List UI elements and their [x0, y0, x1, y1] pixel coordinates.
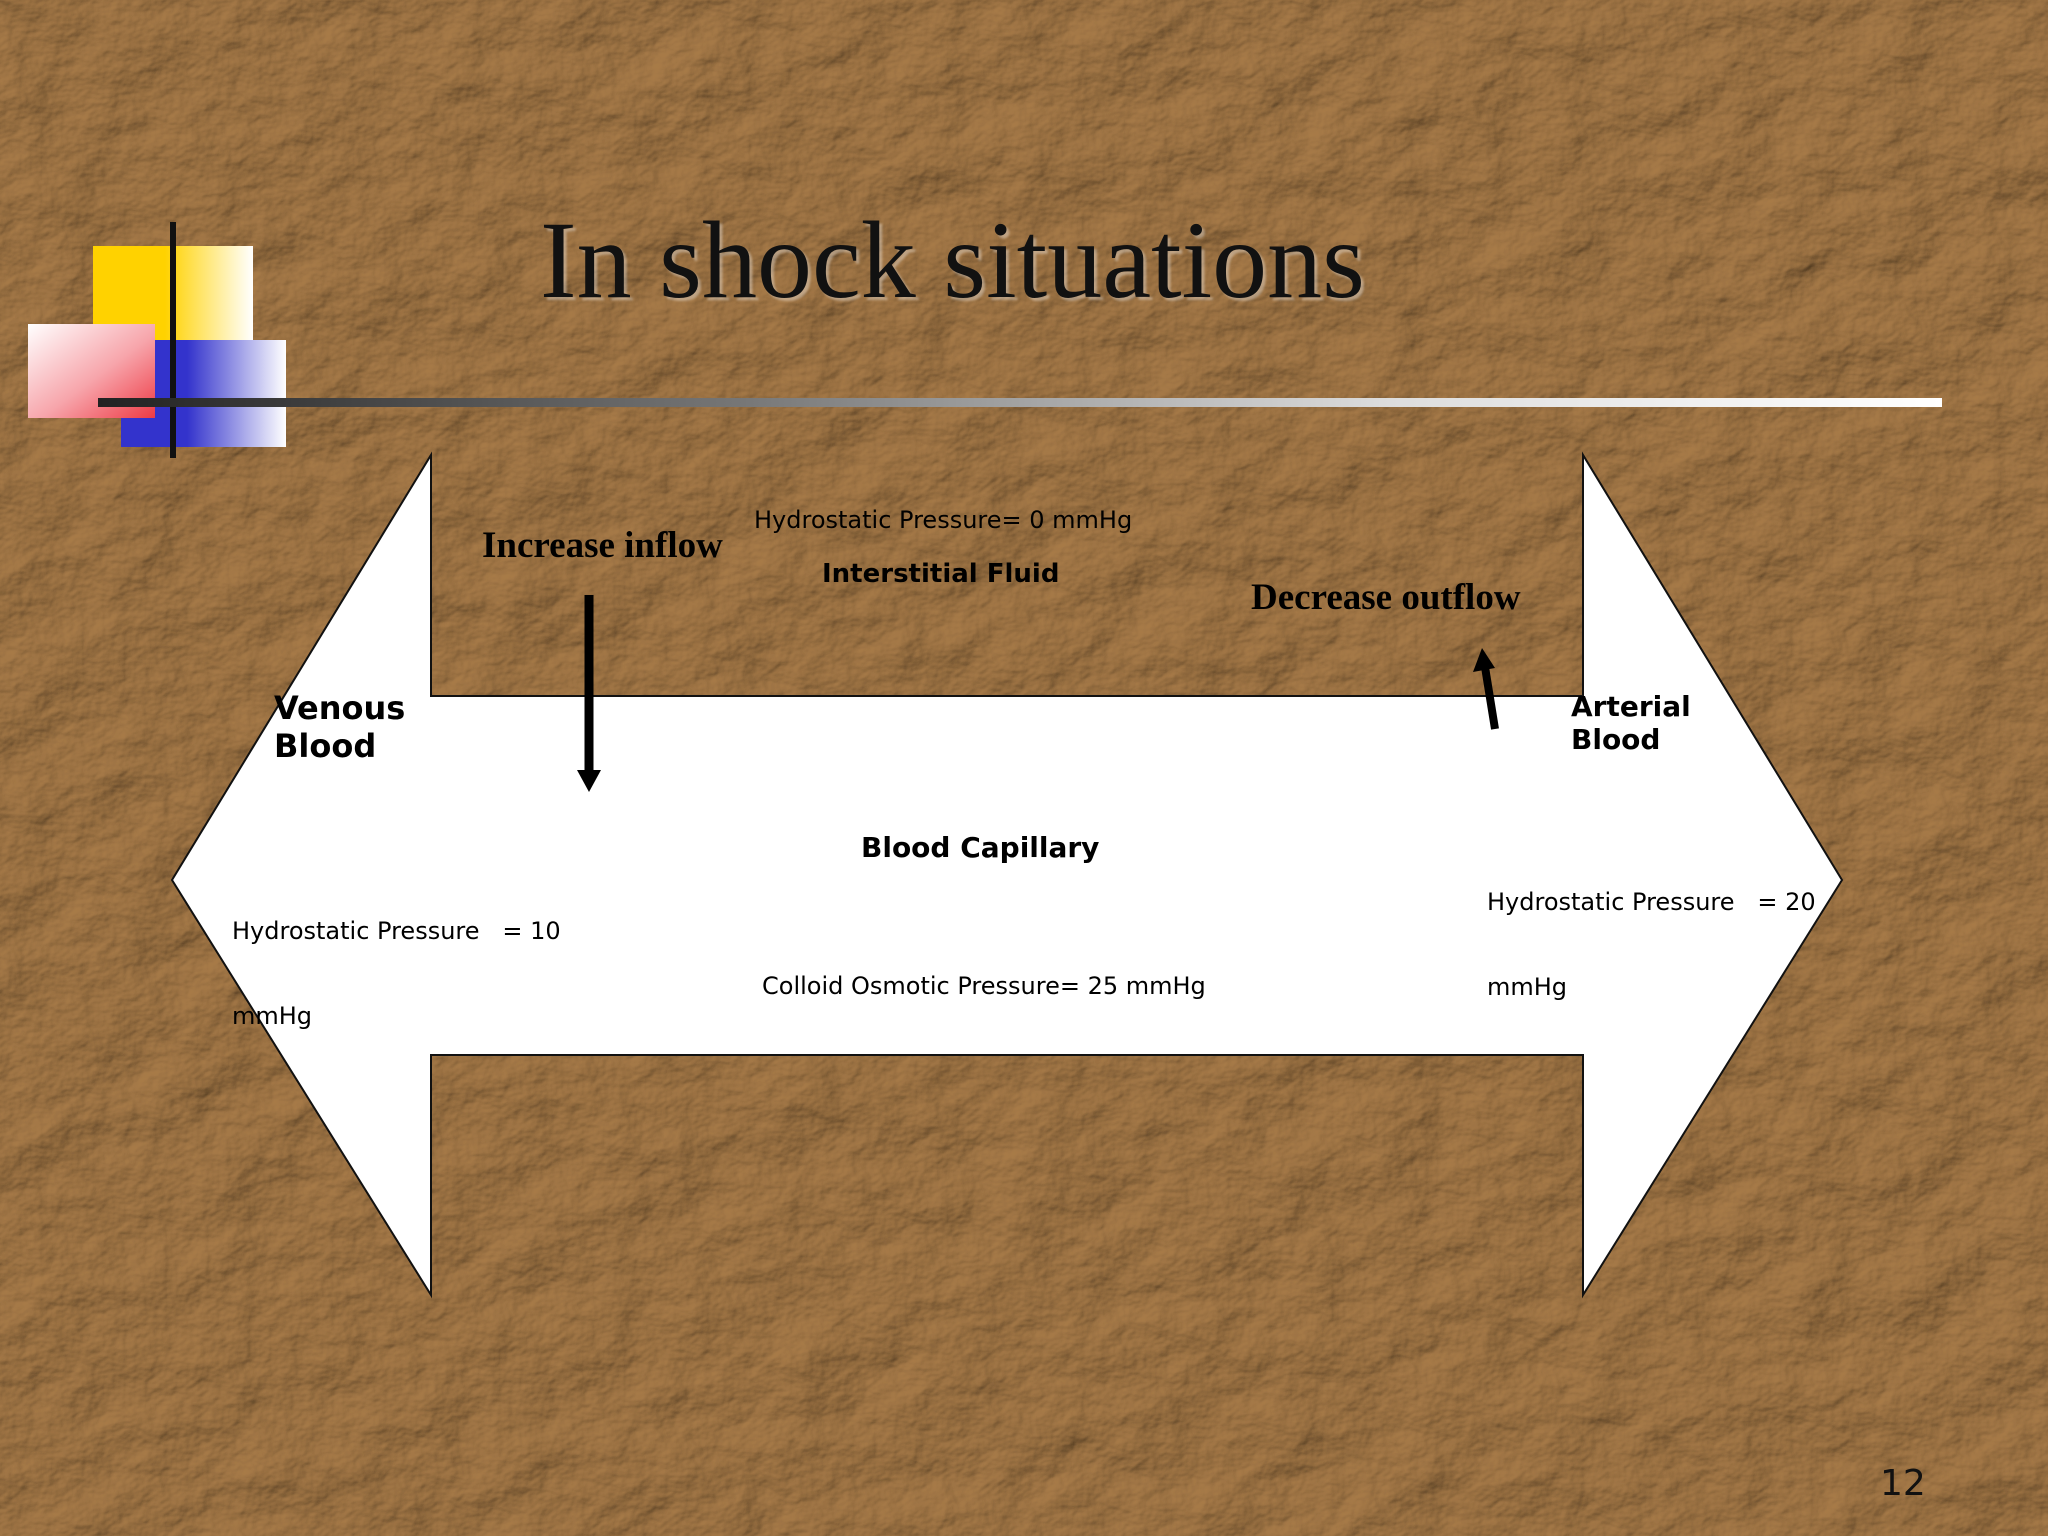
venous-pressure-line1: Hydrostatic Pressure = 10: [232, 916, 561, 945]
decrease-outflow-label: Decrease outflow: [1251, 577, 1521, 618]
blood-capillary-label: Blood Capillary: [861, 831, 1100, 864]
arterial-pressure-label: Hydrostatic Pressure = 20 mmHg: [1487, 831, 1816, 1058]
slide-title: In shock situations: [540, 199, 1365, 321]
title-rule: [98, 398, 1942, 407]
arterial-blood-label: Arterial Blood: [1571, 690, 1691, 756]
decrease-outflow-arrow: [1473, 648, 1499, 730]
increase-inflow-label: Increase inflow: [482, 525, 723, 566]
page-number: 12: [1880, 1463, 1926, 1504]
capillary-double-arrow: [170, 451, 1844, 1299]
arterial-label-line2: Blood: [1571, 723, 1661, 757]
colloid-pressure-label: Colloid Osmotic Pressure= 25 mmHg: [762, 972, 1206, 1000]
increase-inflow-arrow: [577, 595, 601, 792]
venous-pressure-label: Hydrostatic Pressure = 10 mmHg: [232, 860, 561, 1087]
venous-label-line1: Venous: [274, 689, 406, 727]
arterial-pressure-line1: Hydrostatic Pressure = 20: [1487, 887, 1816, 916]
interstitial-fluid-label: Interstitial Fluid: [822, 559, 1060, 589]
venous-blood-label: Venous Blood: [274, 689, 406, 766]
arterial-label-line1: Arterial: [1571, 690, 1691, 723]
venous-pressure-line2: mmHg: [232, 1001, 313, 1030]
arterial-pressure-line2: mmHg: [1487, 972, 1568, 1001]
interstitial-pressure-label: Hydrostatic Pressure= 0 mmHg: [754, 506, 1133, 534]
deco-vertical-line: [170, 222, 176, 458]
venous-label-line2: Blood: [274, 726, 377, 765]
